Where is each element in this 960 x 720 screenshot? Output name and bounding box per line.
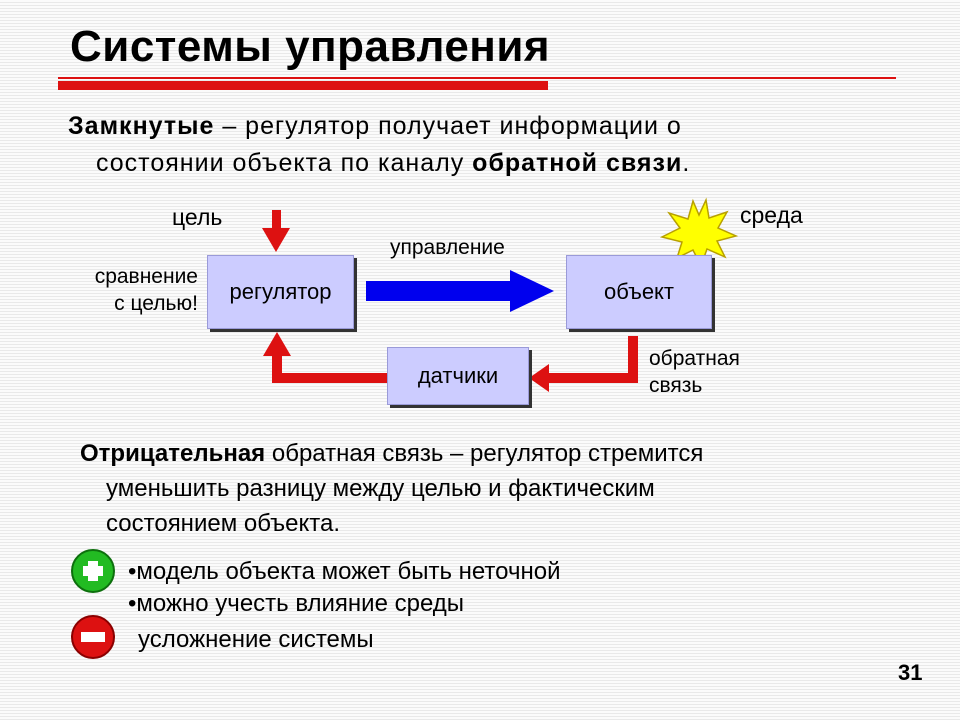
negative-text-b: уменьшить разницу между целью и фактичес…: [106, 475, 655, 502]
pro-text: модель объекта может быть неточной: [136, 558, 561, 585]
comparison-label: сравнение с целью!: [68, 263, 198, 317]
feedback-line2: связь: [649, 374, 703, 397]
con-item: усложнение системы: [138, 626, 374, 653]
title-underline-thick: [58, 81, 548, 90]
goal-arrow: [262, 210, 290, 252]
environment-label: среда: [740, 202, 803, 228]
term-closed: Замкнутые: [68, 112, 215, 140]
comparison-line1: сравнение: [94, 265, 198, 288]
pro-text: можно учесть влияние среды: [136, 590, 465, 617]
pro-item: •можно учесть влияние среды: [128, 590, 465, 617]
control-arrow: [366, 270, 554, 312]
feedback-line1: обратная: [649, 347, 740, 370]
title-underline-thin: [58, 77, 896, 79]
intro-paragraph: Замкнутые – регулятор получает информаци…: [68, 108, 888, 182]
slide-title: Системы управления: [70, 22, 551, 71]
pro-item: •модель объекта может быть неточной: [128, 558, 561, 585]
control-label: управление: [390, 236, 505, 259]
feedback-label: обратная связь: [649, 345, 740, 399]
plus-icon: [71, 549, 115, 593]
intro-text-b: состоянии объекта по каналу: [96, 149, 473, 177]
regulator-box: регулятор: [207, 255, 354, 329]
intro-end: .: [682, 149, 691, 177]
intro-text-a: – регулятор получает информации о: [214, 112, 682, 140]
term-negative: Отрицательная: [80, 440, 266, 467]
environment-burst-icon: [659, 197, 739, 268]
negative-text-a: обратная связь – регулятор стремится: [265, 440, 704, 467]
feedback-arrow: [529, 336, 638, 392]
sensor-return-arrow: [263, 332, 388, 383]
page-number: 31: [898, 660, 923, 685]
minus-icon: [71, 615, 115, 659]
term-feedback: обратной связи: [472, 149, 683, 177]
comparison-line2: с целью!: [114, 292, 198, 315]
sensors-box: датчики: [387, 347, 529, 405]
object-box: объект: [566, 255, 712, 329]
negative-feedback-paragraph: Отрицательная обратная связь – регулятор…: [80, 436, 880, 541]
goal-label: цель: [172, 204, 223, 230]
negative-text-c: состоянием объекта.: [106, 510, 341, 537]
